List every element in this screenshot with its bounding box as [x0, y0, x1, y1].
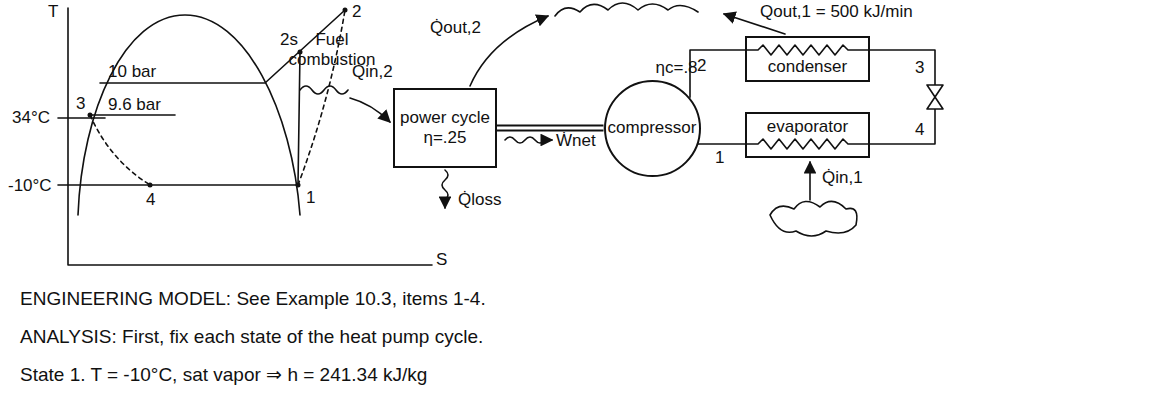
state-number: 1 — [715, 148, 724, 168]
expansion-valve — [927, 85, 943, 109]
temperature-label: -10°C — [8, 176, 52, 196]
condenser-box: condenser — [745, 36, 870, 82]
node-parameter: ηc=.8 — [656, 58, 698, 78]
work-squiggle — [505, 137, 552, 143]
throttling-line — [90, 115, 150, 185]
heat-label: Q̇out,2 — [430, 18, 481, 38]
evaporator-coil — [745, 139, 870, 149]
axis-label: T — [48, 2, 58, 22]
node-title: compressor — [608, 118, 697, 138]
state-number: 2 — [697, 56, 706, 76]
heat-label: Q̇in,1 — [822, 168, 863, 188]
pressure-label: 9.6 bar — [108, 95, 161, 115]
heat-in-arrow — [809, 162, 811, 200]
heat-label: Q̇loss — [458, 190, 501, 210]
compressor-circle: compressorηc=.8 — [604, 80, 701, 177]
refrigerant-line — [870, 50, 935, 144]
isotherm-minus-10 — [58, 184, 298, 186]
state-point — [88, 113, 93, 118]
work-label: Ẇnet — [556, 131, 596, 151]
isentropic-line — [298, 52, 300, 185]
heat-in-arrow — [350, 98, 390, 122]
state-number: 4 — [915, 120, 924, 140]
heat-loss-squiggle — [442, 170, 448, 208]
state-point — [343, 8, 348, 13]
node-title: condenser — [768, 57, 847, 77]
axis-label: S — [436, 250, 447, 270]
state-number: 1 — [306, 188, 315, 208]
refrigerant-line — [698, 143, 745, 145]
power-cycle-box: power cycleη=.25 — [393, 88, 497, 168]
node-parameter: η=.25 — [423, 128, 466, 148]
isobar-10-bar — [100, 10, 345, 83]
ts-axes — [68, 8, 432, 265]
refrigerant-line — [690, 50, 745, 98]
cloud — [555, 3, 698, 16]
isobar-9-6-bar — [90, 114, 175, 116]
state-point — [148, 183, 153, 188]
shaft-core — [497, 127, 604, 130]
heat-label: Qout,1 = 500 kJ/min — [760, 2, 913, 22]
drive-shaft — [497, 125, 604, 132]
state-point — [296, 183, 301, 188]
node-title: power cycle — [400, 108, 490, 128]
condenser-coil — [745, 45, 870, 55]
combustion-squiggle — [300, 86, 348, 94]
state-number: 2s — [280, 30, 298, 50]
pressure-label: 10 bar — [108, 62, 156, 82]
state-number: 3 — [915, 58, 924, 78]
note-text: ANALYSIS: First, fix each state of the h… — [20, 326, 483, 348]
heat-label: Q̇in,2 — [352, 62, 393, 82]
note-text: State 1. T = -10°C, sat vapor ⇒ h = 241.… — [20, 364, 427, 386]
heat-out-arrow — [470, 16, 548, 86]
state-number: 3 — [76, 94, 85, 114]
node-title: evaporator — [767, 117, 848, 137]
note-text: ENGINEERING MODEL: See Example 10.3, ite… — [20, 288, 486, 310]
evaporator-box: evaporator — [745, 112, 870, 158]
isotherm-34 — [58, 117, 105, 119]
state-number: 2 — [352, 2, 361, 22]
state-number: 4 — [146, 190, 155, 210]
cloud — [770, 201, 857, 236]
temperature-label: 34°C — [12, 108, 50, 128]
